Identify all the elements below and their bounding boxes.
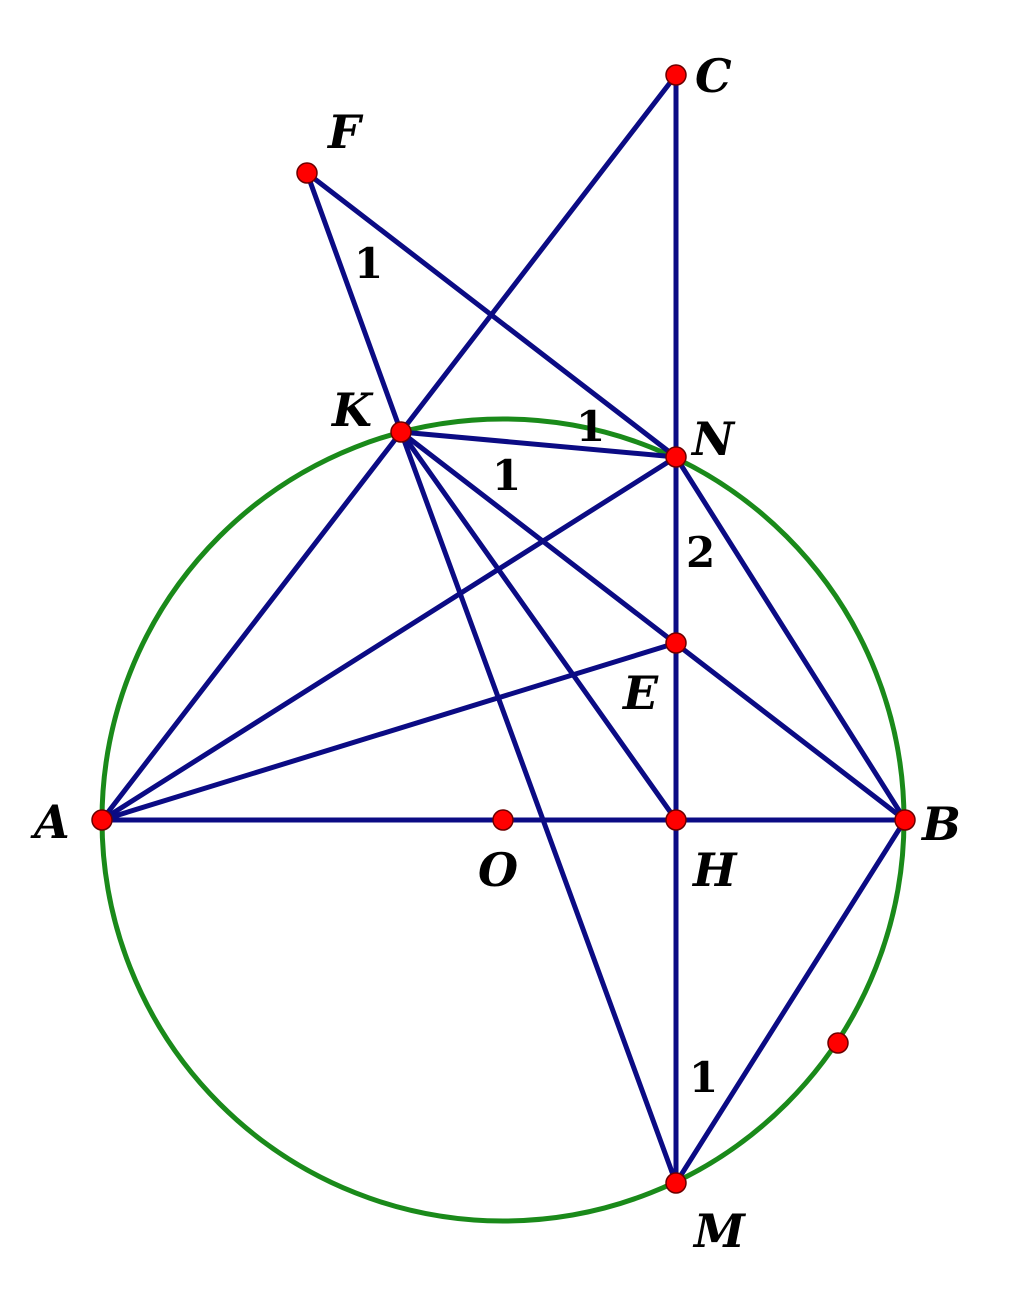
segment-bm — [673, 817, 908, 1186]
label-c: C — [695, 49, 732, 103]
point-o — [492, 809, 514, 831]
point-n — [665, 446, 687, 468]
segment-an — [99, 454, 679, 823]
segment-km — [398, 429, 679, 1186]
segment-kh — [398, 429, 679, 823]
angle-mark-n1: 1 — [576, 402, 605, 451]
label-o: O — [478, 843, 518, 897]
point-a — [91, 809, 113, 831]
segment-kn — [398, 429, 679, 460]
point-k — [390, 421, 412, 443]
point-unlabeled — [827, 1032, 849, 1054]
segments — [99, 72, 908, 1186]
point-f — [296, 162, 318, 184]
angle-mark-k: 1 — [492, 451, 521, 500]
label-e: E — [621, 666, 659, 720]
point-labels: A B O H C F K N E M — [30, 49, 961, 1258]
segment-kb — [398, 429, 908, 823]
segment-ak — [99, 429, 404, 823]
point-b — [894, 809, 916, 831]
angle-mark-m: 1 — [689, 1053, 718, 1102]
segment-fk — [304, 170, 404, 435]
label-h: H — [691, 843, 738, 897]
segment-ae — [99, 640, 679, 823]
label-k: K — [330, 383, 374, 437]
points — [91, 64, 916, 1194]
segment-kc — [398, 72, 679, 435]
label-f: F — [326, 105, 364, 159]
label-m: M — [692, 1204, 747, 1258]
angle-mark-f: 1 — [354, 239, 383, 288]
label-n: N — [690, 412, 736, 466]
point-e — [665, 632, 687, 654]
point-m — [665, 1172, 687, 1194]
point-c — [665, 64, 687, 86]
angle-mark-n2: 2 — [686, 528, 715, 577]
angle-marks: 1 1 1 2 1 — [354, 239, 718, 1102]
segment-nb — [673, 454, 908, 823]
label-b: B — [920, 797, 961, 851]
segment-fn — [304, 170, 679, 460]
point-h — [665, 809, 687, 831]
label-a: A — [30, 795, 70, 849]
